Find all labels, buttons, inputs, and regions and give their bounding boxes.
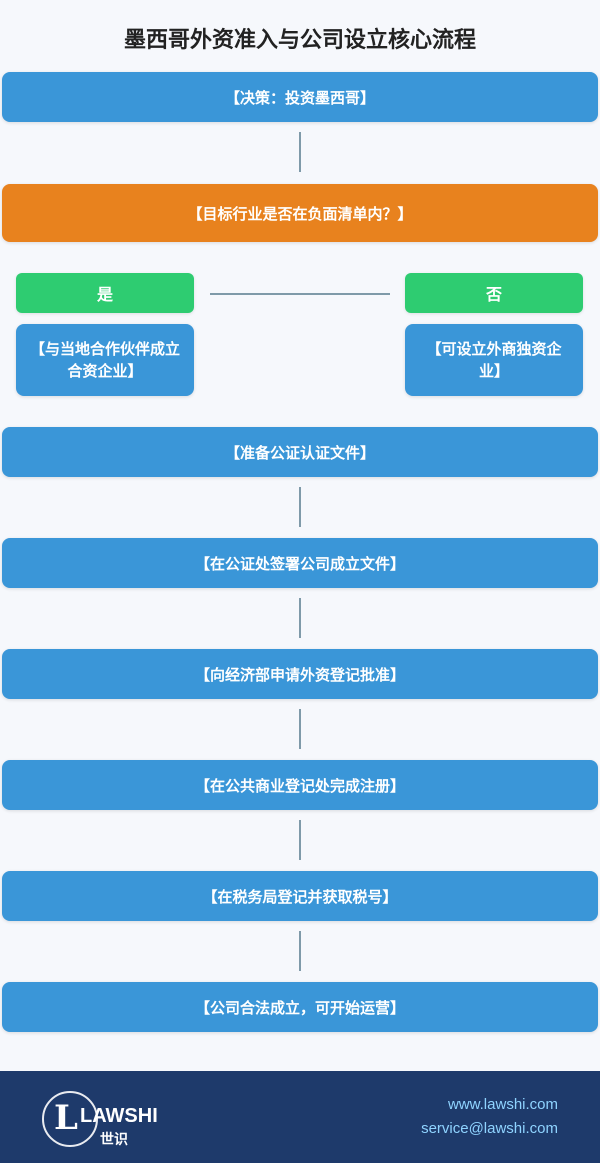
connector-line: [299, 820, 301, 860]
connector-line: [299, 931, 301, 971]
logo-text: LAWSHI: [80, 1105, 158, 1127]
end-node: 【公司合法成立，可开始运营】: [2, 982, 598, 1032]
logo-cn: 世识: [100, 1131, 128, 1148]
footer: L LAWSHI 世识 www.lawshi.com service@lawsh…: [0, 1071, 600, 1163]
yes-choice: 是: [16, 273, 194, 313]
website-link[interactable]: www.lawshi.com: [447, 1096, 558, 1113]
yes-result-node: 【与当地合作伙伴成立合资企业】: [16, 324, 194, 396]
no-result-node: 【可设立外商独资企业】: [405, 324, 583, 396]
branch-connector: [210, 293, 390, 295]
connector-line: [299, 487, 301, 527]
connector-line: [299, 709, 301, 749]
step-node: 【向经济部申请外资登记批准】: [2, 649, 598, 699]
page-title: 墨西哥外资准入与公司设立核心流程: [123, 28, 476, 53]
svg-text:L: L: [54, 1098, 78, 1138]
start-node: 【决策：投资墨西哥】: [2, 72, 598, 122]
step-node: 【在公共商业登记处完成注册】: [2, 760, 598, 810]
contact-info: www.lawshi.com service@lawshi.com: [421, 1093, 558, 1141]
lawshi-logo: L LAWSHI 世识: [40, 1089, 170, 1149]
step-node: 【在公证处签署公司成立文件】: [2, 538, 598, 588]
connector-line: [299, 598, 301, 638]
connector-line: [299, 132, 301, 172]
step-node: 【准备公证认证文件】: [2, 427, 598, 477]
decision-node: 【目标行业是否在负面清单内？】: [2, 184, 598, 242]
email-link[interactable]: service@lawshi.com: [421, 1120, 558, 1137]
no-choice: 否: [405, 273, 583, 313]
step-node: 【在税务局登记并获取税号】: [2, 871, 598, 921]
